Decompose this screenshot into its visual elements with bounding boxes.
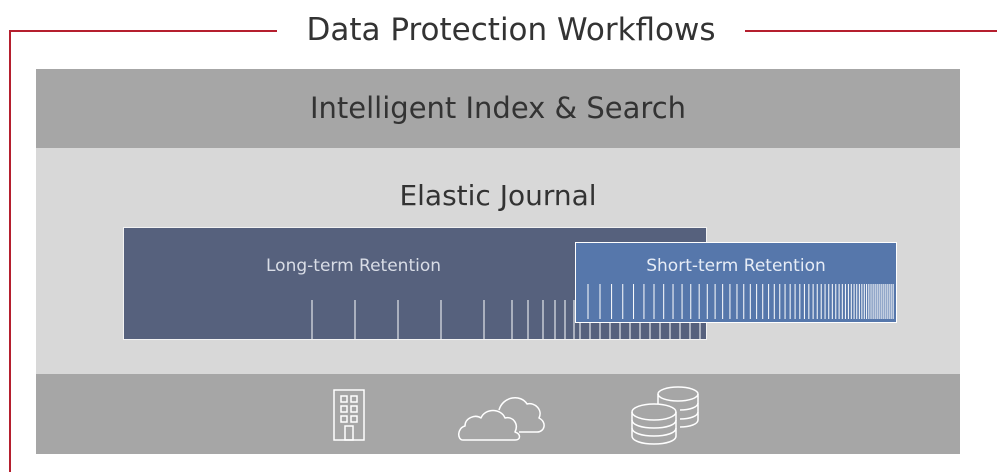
long-term-retention-label: Long-term Retention xyxy=(266,256,442,276)
index-search-label: Intelligent Index & Search xyxy=(309,91,687,125)
cloud-icon xyxy=(458,397,545,441)
database-icon xyxy=(631,386,699,445)
frame-title: Data Protection Workflows xyxy=(306,12,716,48)
short-term-retention-block: Short-term Retention xyxy=(575,242,897,323)
frame-border-top-right xyxy=(745,30,997,32)
building-icon xyxy=(333,389,365,441)
short-term-retention-label: Short-term Retention xyxy=(646,256,826,276)
elastic-journal-label: Elastic Journal xyxy=(399,179,597,212)
index-search-layer: Intelligent Index & Search xyxy=(36,69,960,148)
frame-border-left xyxy=(9,30,11,472)
frame-border-top-left xyxy=(9,30,277,32)
